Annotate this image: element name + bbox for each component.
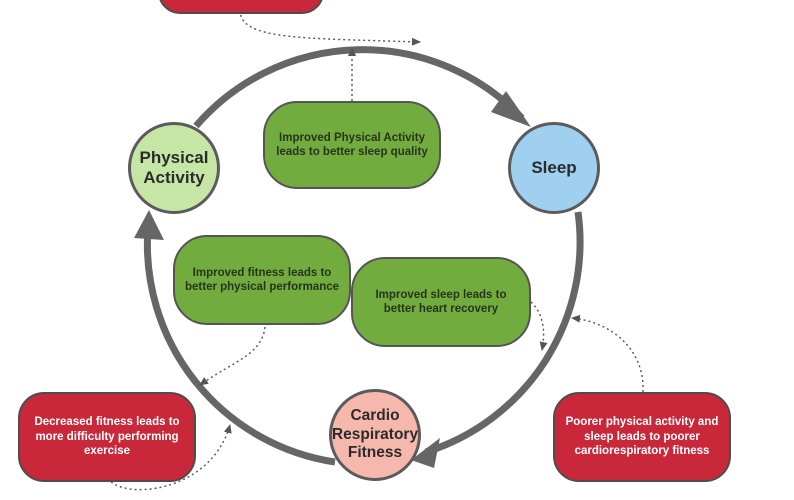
node-cardio-fitness-label: Cardio Respiratory Fitness bbox=[331, 407, 419, 462]
box-decreased-fitness-text: Decreased fitness leads to more difficul… bbox=[34, 416, 180, 458]
dotted-arrow-fitness-box bbox=[199, 326, 266, 386]
cycle-arrow-sleep-to-fitness bbox=[424, 211, 584, 456]
dotted-arrow-decreased bbox=[107, 424, 232, 491]
dotted-arrow-poorer bbox=[571, 314, 644, 393]
top-red-box-partial bbox=[158, 0, 324, 14]
box-fitness-improves-performance-text: Improved fitness leads to better physica… bbox=[184, 266, 340, 293]
node-sleep: Sleep bbox=[508, 122, 600, 214]
node-physical-activity-label: Physical Activity bbox=[139, 147, 209, 187]
box-poorer-activity-sleep-text: Poorer physical activity and sleep leads… bbox=[565, 416, 719, 458]
cycle-arrow-activity-to-sleep bbox=[193, 46, 525, 129]
box-activity-improves-sleep: Improved Physical Activity leads to bett… bbox=[263, 101, 441, 189]
node-physical-activity: Physical Activity bbox=[128, 122, 220, 214]
dotted-arrow-sleep-box bbox=[530, 301, 548, 351]
node-sleep-label: Sleep bbox=[531, 157, 577, 177]
box-sleep-improves-heart-text: Improved sleep leads to better heart rec… bbox=[375, 288, 507, 315]
cycle-arrow-fitness-to-activity bbox=[143, 227, 336, 466]
box-decreased-fitness: Decreased fitness leads to more difficul… bbox=[18, 392, 196, 482]
node-cardio-fitness: Cardio Respiratory Fitness bbox=[329, 389, 421, 481]
box-activity-improves-sleep-text: Improved Physical Activity leads to bett… bbox=[276, 131, 428, 158]
cycle-arrowhead-sleep bbox=[491, 91, 531, 127]
box-poorer-activity-sleep: Poorer physical activity and sleep leads… bbox=[553, 392, 731, 482]
cycle-arrowhead-fitness bbox=[411, 438, 440, 468]
box-sleep-improves-heart: Improved sleep leads to better heart rec… bbox=[351, 257, 531, 347]
dotted-arrow-top bbox=[239, 9, 421, 46]
box-fitness-improves-performance: Improved fitness leads to better physica… bbox=[173, 235, 351, 325]
cycle-arrowhead-activity bbox=[134, 210, 164, 240]
